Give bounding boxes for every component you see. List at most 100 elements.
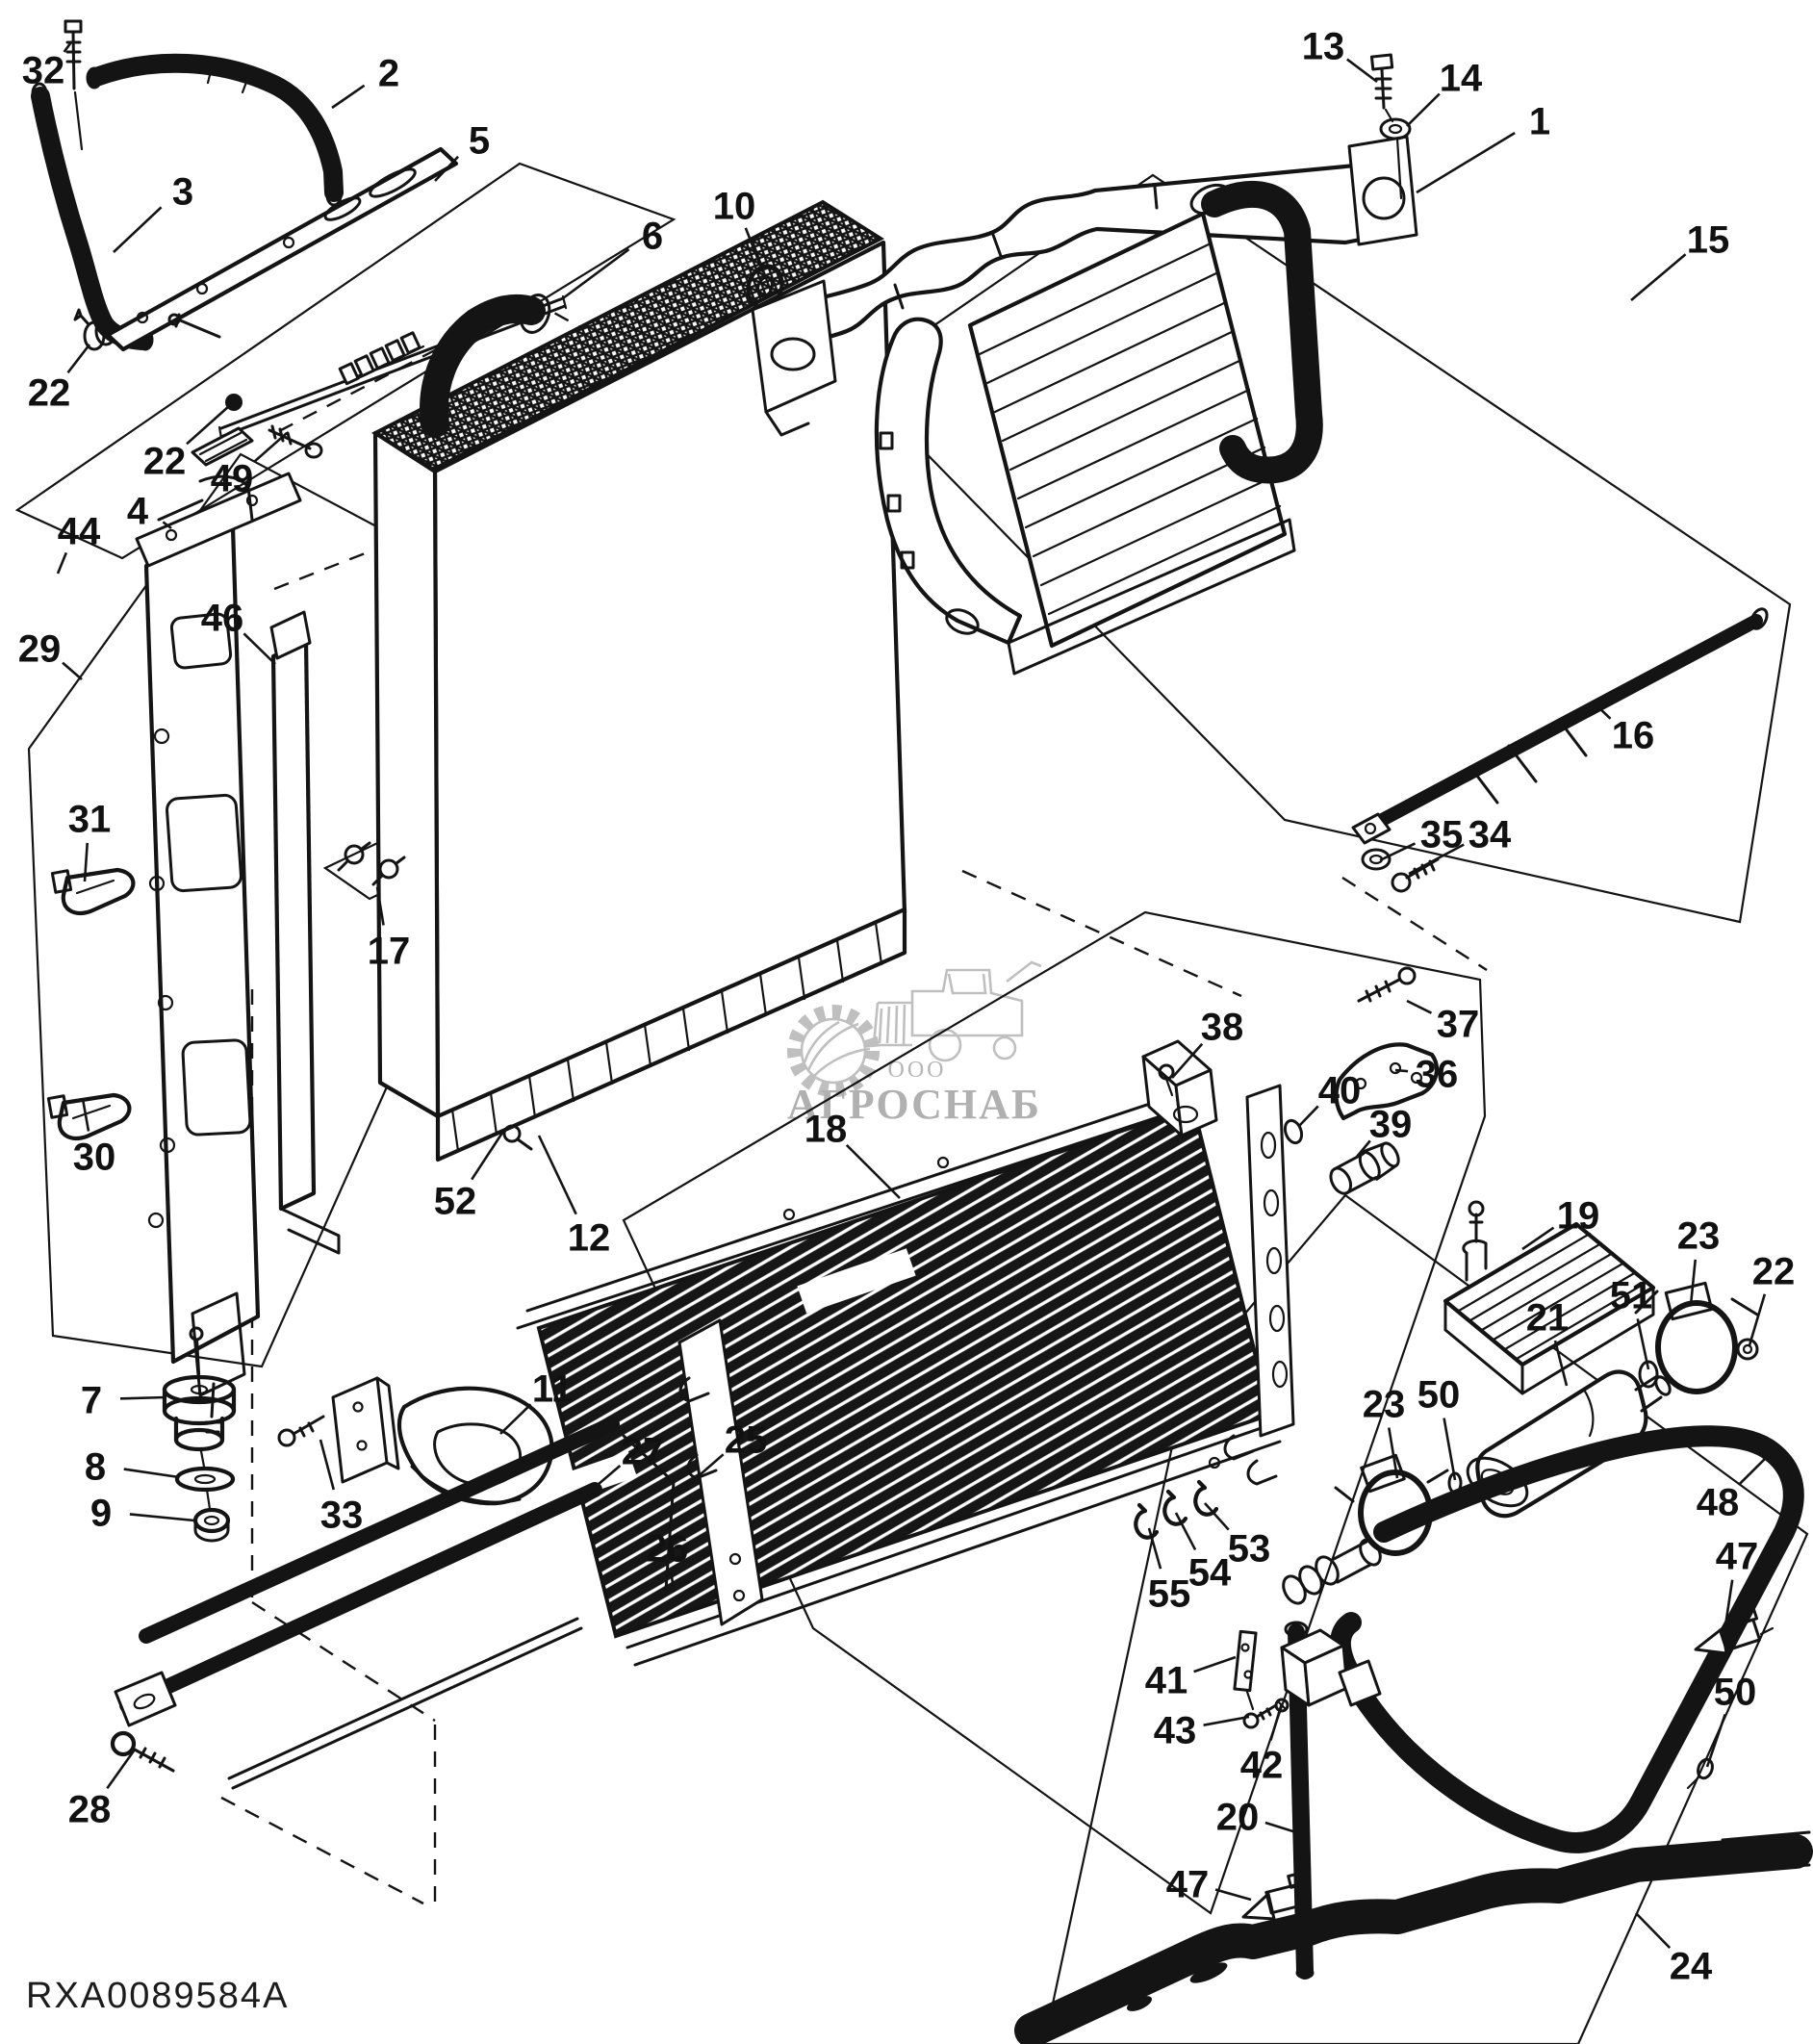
callout-label-23: 23 [1677, 1214, 1721, 1257]
callout-label-54: 54 [1188, 1551, 1232, 1594]
o-ring-40 [1283, 1118, 1304, 1145]
callout-leader-30 [81, 1098, 90, 1132]
callout-leader-24 [1635, 1912, 1672, 1950]
condenser-corner-post [1141, 1039, 1218, 1137]
callout-leader-19 [1521, 1226, 1555, 1251]
callout-leader-55 [1147, 1527, 1162, 1570]
callout-leader-29 [62, 661, 83, 680]
drain-tube-16-drawing [1351, 607, 1769, 845]
valve-47-upper-drawing [1694, 1605, 1775, 1655]
callout-label-53: 53 [1228, 1527, 1271, 1570]
bolt-33 [277, 1415, 325, 1447]
callout-label-7: 7 [81, 1379, 102, 1421]
callout-leader-18 [845, 1143, 901, 1199]
callout-leader-32 [63, 41, 73, 53]
callout-leader-3 [113, 206, 163, 253]
lower-bracket-24-drawing [1014, 1830, 1813, 2044]
intercooler-group-outline [853, 173, 1792, 924]
screw-43-drawing [1242, 1703, 1278, 1729]
callout-leader-49 [253, 432, 288, 463]
overflow-hose-drawing [64, 19, 344, 207]
callout-label-14: 14 [1440, 57, 1483, 99]
callout-leader-27 [584, 1465, 622, 1496]
callout-leader-22 [1748, 1293, 1767, 1346]
callout-leader-17 [375, 886, 385, 926]
pin-50-lower-drawing [1686, 1757, 1714, 1790]
callout-leader-31 [83, 842, 89, 882]
retainer-49 [191, 426, 254, 467]
callout-leader-14 [1406, 92, 1441, 127]
callout-label-50: 50 [1417, 1373, 1461, 1416]
callout-leader-22 [186, 405, 230, 446]
callout-label-3: 3 [172, 170, 193, 213]
callout-label-12: 12 [568, 1216, 611, 1259]
callout-leader-8 [123, 1468, 180, 1479]
callout-leader-50 [1705, 1713, 1726, 1768]
callout-leader-50 [1443, 1418, 1457, 1481]
callout-leader-22 [66, 344, 91, 374]
callout-label-19: 19 [1557, 1194, 1600, 1237]
vent-tube-drawing [31, 82, 154, 351]
callout-label-17: 17 [368, 930, 411, 972]
callout-leader-52 [471, 1129, 506, 1181]
callout-label-5: 5 [469, 119, 490, 162]
o-ring-51 [1638, 1360, 1659, 1389]
washer-8 [174, 1466, 236, 1493]
callout-leader-47 [1214, 1888, 1252, 1902]
nut-22-right-drawing [1736, 1338, 1759, 1361]
callout-leader-39 [1355, 1139, 1371, 1158]
callout-leader-25 [685, 1453, 725, 1488]
seal-plate-outline [14, 162, 677, 560]
callout-label-43: 43 [1154, 1709, 1197, 1751]
isolator-stack-drawing [162, 1326, 237, 1543]
callout-label-40: 40 [1318, 1069, 1362, 1111]
radiator-drawing [338, 199, 907, 1163]
callout-leader-6 [562, 248, 630, 300]
callout-leader-21 [1553, 1340, 1569, 1387]
radiator-bottom-tank [435, 907, 907, 1163]
clamp-23-right-drawing [1634, 1281, 1759, 1394]
callout-label-39: 39 [1369, 1103, 1413, 1145]
callout-leader-54 [1174, 1512, 1197, 1551]
clip-30-drawing [46, 1092, 132, 1140]
callout-label-34: 34 [1468, 813, 1512, 856]
callout-label-42: 42 [1240, 1744, 1284, 1786]
condenser-group-outline [622, 910, 1487, 1915]
condenser-foot-bracket [1208, 1434, 1278, 1486]
fitting-39 [1329, 1141, 1400, 1195]
callout-leader-33 [319, 1439, 336, 1491]
callout-label-21: 21 [1526, 1296, 1570, 1339]
callout-leader-35 [1379, 842, 1417, 862]
callout-label-30: 30 [73, 1136, 116, 1178]
callout-label-20: 20 [1216, 1796, 1260, 1838]
mount-pad-41-drawing [1233, 1629, 1258, 1711]
callout-label-35: 35 [1420, 813, 1464, 856]
intercooler-drawing [874, 180, 1323, 676]
watermark-harvester-icon [872, 960, 1042, 1062]
callout-label-36: 36 [1416, 1053, 1459, 1095]
watermark-org-type: ООО [888, 1058, 947, 1083]
callout-label-6: 6 [642, 215, 663, 257]
callout-label-22: 22 [1752, 1250, 1796, 1292]
callout-leader-1 [1416, 132, 1516, 194]
callout-leader-23 [1689, 1259, 1698, 1306]
callout-label-51: 51 [1610, 1274, 1653, 1316]
callout-label-31: 31 [68, 798, 112, 840]
callout-leader-26 [670, 1571, 676, 1593]
callout-leader-37 [1406, 999, 1433, 1014]
callout-label-8: 8 [85, 1445, 106, 1488]
tube-mount-hardware-drawing [1361, 848, 1440, 893]
oil-cooler-drawing [1443, 1200, 1656, 1395]
callout-label-1: 1 [1529, 100, 1550, 142]
washer-14-drawing [1379, 117, 1412, 200]
callout-leader-53 [1204, 1502, 1230, 1531]
callout-leader-48 [1738, 1454, 1770, 1486]
fan-shroud-frame-drawing [46, 472, 302, 1434]
callout-leader-15 [1630, 253, 1687, 301]
callout-leader-5 [434, 155, 460, 182]
callout-leader-7 [119, 1395, 166, 1400]
callout-leader-46 [243, 632, 276, 665]
callout-label-37: 37 [1437, 1003, 1480, 1045]
callout-leader-11 [499, 1403, 532, 1435]
